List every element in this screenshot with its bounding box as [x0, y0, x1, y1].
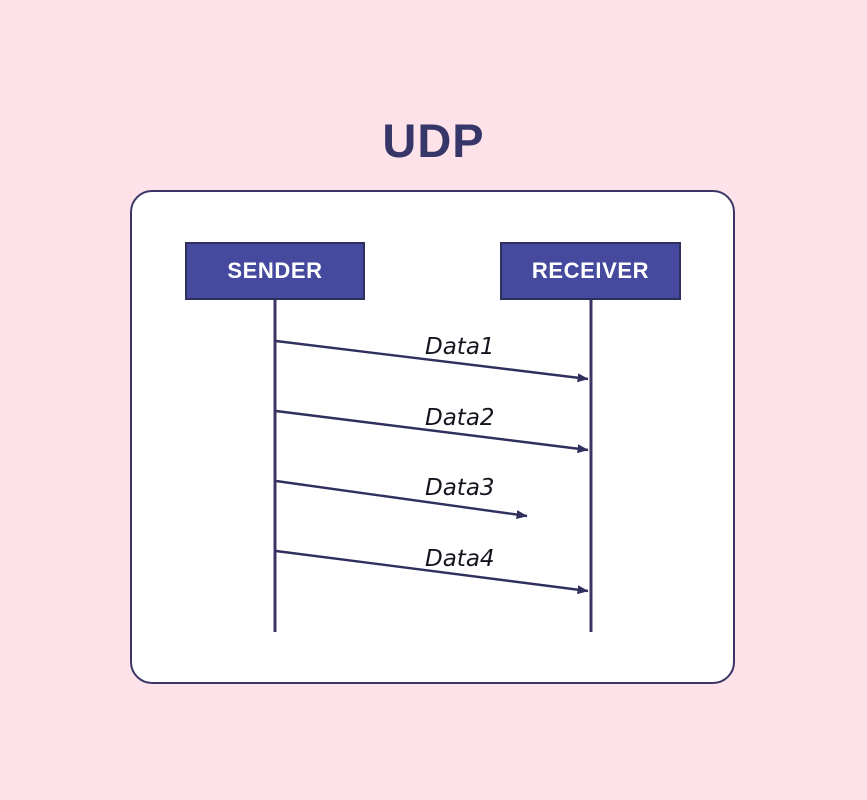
message-label-data1: Data1	[425, 334, 495, 360]
participant-receiver: RECEIVER	[500, 242, 681, 300]
page-title: UDP	[382, 114, 485, 167]
message-label-data2: Data2	[425, 405, 495, 431]
message-label-data3: Data3	[425, 475, 495, 501]
participant-receiver-label: RECEIVER	[531, 258, 650, 283]
message-label-data4: Data4	[425, 546, 495, 572]
participant-sender-label: SENDER	[227, 258, 323, 283]
participant-sender: SENDER	[185, 242, 365, 300]
